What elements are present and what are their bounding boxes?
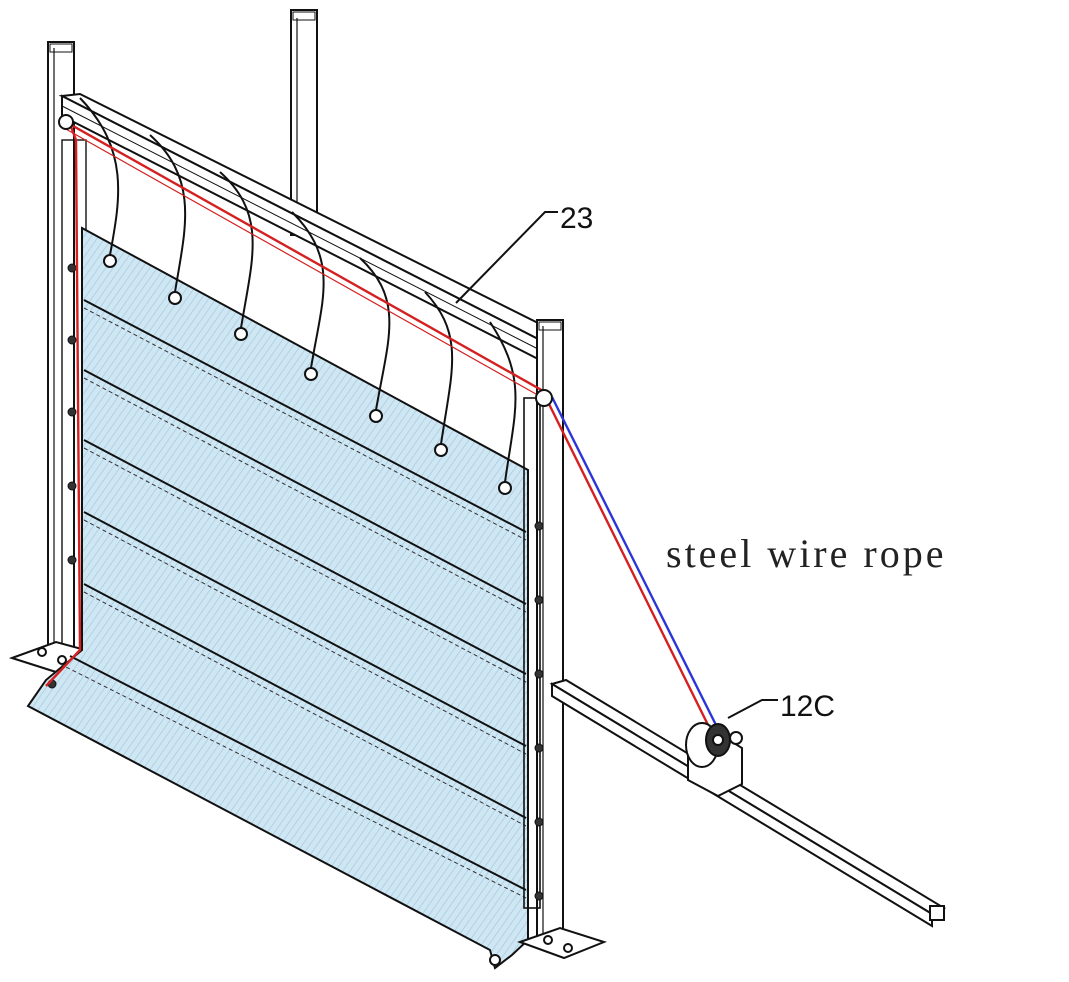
rope-caption: steel wire rope: [666, 531, 946, 576]
center-post: [290, 9, 318, 236]
left-side-bolts: [47, 263, 77, 689]
right-post: [523, 319, 564, 939]
steel-wire-rope: [45, 120, 722, 738]
pulley-icon: [58, 114, 553, 407]
callout-23: 23: [560, 202, 593, 235]
hanger-cables: [79, 97, 517, 483]
ground-rail: [549, 678, 947, 928]
curtain-panel: [26, 97, 529, 970]
right-base-plate: [517, 926, 607, 960]
right-side-bolts: [534, 521, 544, 901]
winch-pulley-icon: [685, 722, 743, 798]
callout-12c: 12C: [780, 690, 835, 723]
leader-lines: [455, 211, 778, 719]
